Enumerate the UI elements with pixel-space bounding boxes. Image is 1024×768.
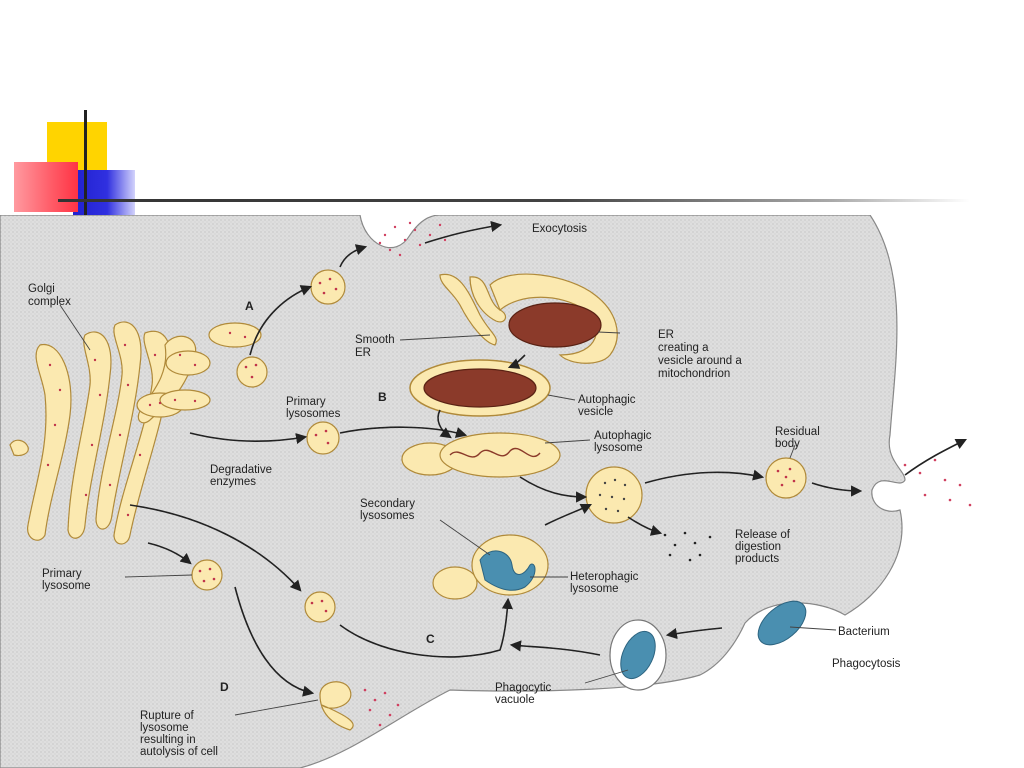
diagram-labels: Exocytosis Golgi complex A Smooth ER ER … xyxy=(28,223,901,758)
label-rupture-1: Rupture of xyxy=(140,710,195,722)
digestion-products-dots xyxy=(663,531,712,562)
label-heterophagic-1: Heterophagic xyxy=(570,571,639,583)
label-primary-lysosomes-1: Primary xyxy=(286,396,326,408)
label-release-1: Release of xyxy=(735,529,791,541)
lysosome-diagram: Exocytosis Golgi complex A Smooth ER ER … xyxy=(0,215,972,768)
label-secondary-2: lysosomes xyxy=(360,510,415,522)
slide-title-underline xyxy=(58,199,970,202)
golgi-enzymes xyxy=(46,331,247,517)
mitochondrion-2 xyxy=(423,368,537,408)
mitochondrion-1 xyxy=(508,302,602,348)
label-er-vesicle-3: vesicle around a xyxy=(658,355,742,367)
exocytosis-dots xyxy=(378,221,447,257)
autolysis-dots xyxy=(363,688,400,727)
secondary-lysosome-dots xyxy=(598,478,627,513)
label-smooth-er-2: ER xyxy=(355,347,371,359)
label-autophagic-vesicle-2: vesicle xyxy=(578,406,613,418)
label-rupture-3: resulting in xyxy=(140,734,196,746)
lysosome-enzyme-dots xyxy=(198,277,796,613)
label-residual-body-1: Residual xyxy=(775,426,820,438)
label-release-3: products xyxy=(735,553,779,565)
label-phagocytosis: Phagocytosis xyxy=(832,658,901,670)
smooth-er xyxy=(439,273,618,364)
label-golgi-1: Golgi xyxy=(28,283,55,295)
label-golgi-2: complex xyxy=(28,296,71,308)
label-primary-lysosome-1: Primary xyxy=(42,568,82,580)
label-smooth-er-1: Smooth xyxy=(355,334,395,346)
label-leader-lines xyxy=(59,304,837,716)
label-rupture-4: autolysis of cell xyxy=(140,746,218,758)
label-primary-lysosomes-2: lysosomes xyxy=(286,408,341,420)
phagocytic-vacuole-bacterium xyxy=(620,630,656,680)
label-letter-b: B xyxy=(378,390,387,404)
label-letter-d: D xyxy=(220,680,229,694)
label-er-vesicle-4: mitochondrion xyxy=(658,368,730,380)
label-release-2: digestion xyxy=(735,541,781,553)
label-degradative-2: enzymes xyxy=(210,476,256,488)
residual-exocytosis-dots xyxy=(903,458,972,507)
label-letter-a: A xyxy=(245,299,254,313)
label-autophagic-lysosome-1: Autophagic xyxy=(594,430,652,442)
heterophagic-lysosome xyxy=(432,534,549,600)
slide-deco-blue-square xyxy=(73,170,135,215)
slide-deco-vertical-line xyxy=(84,110,87,215)
label-er-vesicle-1: ER xyxy=(658,329,674,341)
pathway-arrows xyxy=(129,220,968,697)
label-er-vesicle-2: creating a xyxy=(658,342,709,354)
label-residual-body-2: body xyxy=(775,438,800,450)
label-primary-lysosome-2: lysosome xyxy=(42,580,91,592)
label-autophagic-lysosome-2: lysosome xyxy=(594,442,643,454)
label-phagocytic-vacuole-2: vacuole xyxy=(495,694,535,706)
label-bacterium: Bacterium xyxy=(838,626,890,638)
autophagic-lysosome xyxy=(401,432,561,478)
bacterium xyxy=(757,600,807,646)
label-heterophagic-2: lysosome xyxy=(570,583,619,595)
label-exocytosis: Exocytosis xyxy=(532,223,587,235)
label-rupture-2: lysosome xyxy=(140,722,189,734)
label-autophagic-vesicle-1: Autophagic xyxy=(578,394,636,406)
label-phagocytic-vacuole-1: Phagocytic xyxy=(495,682,552,694)
label-degradative-1: Degradative xyxy=(210,464,272,476)
slide-deco-red-square xyxy=(14,162,78,212)
golgi-complex xyxy=(9,321,262,545)
cell-cytoplasm xyxy=(0,215,906,768)
label-letter-c: C xyxy=(426,632,435,646)
label-secondary-1: Secondary xyxy=(360,498,415,510)
ruptured-lysosome xyxy=(319,681,354,731)
secondary-lysosome xyxy=(585,466,643,524)
